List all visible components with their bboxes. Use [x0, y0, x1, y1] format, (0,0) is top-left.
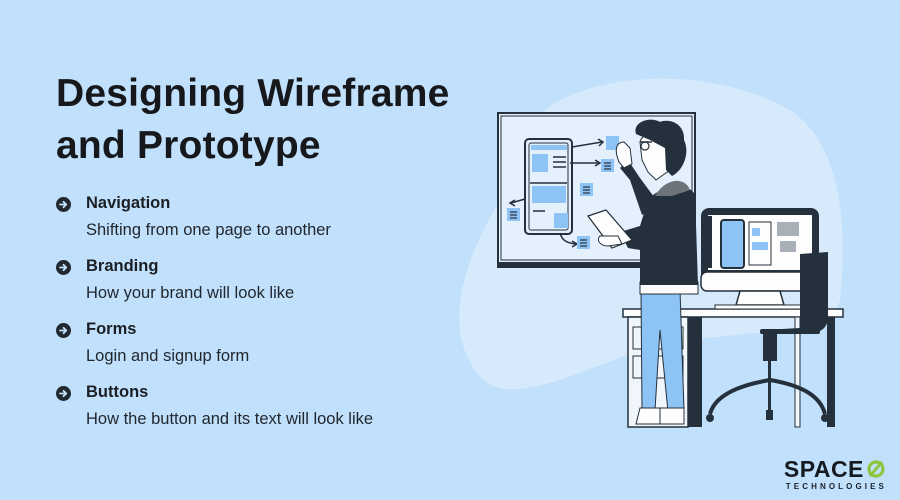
- logo-tagline: TECHNOLOGIES: [785, 482, 887, 491]
- monitor: [700, 208, 820, 310]
- feature-title: Forms: [86, 320, 137, 338]
- title-line-2: and Prototype: [56, 124, 321, 167]
- arrow-circle-right-icon: [56, 197, 71, 212]
- logo-wordmark: SPACE: [783, 457, 887, 481]
- arrow-circle-right-icon: [56, 323, 71, 338]
- feature-description: Shifting from one page to another: [86, 221, 331, 239]
- logo-mark-icon: [866, 459, 886, 479]
- arrow-circle-right-icon: [56, 260, 71, 275]
- page-title: Designing Wireframe and Prototype: [56, 68, 450, 172]
- feature-title: Buttons: [86, 383, 149, 401]
- feature-title: Navigation: [86, 194, 171, 212]
- person: [587, 119, 699, 425]
- feature-title: Branding: [86, 257, 159, 275]
- feature-description: Login and signup form: [86, 347, 250, 365]
- chair: [706, 252, 829, 422]
- title-line-1: Designing Wireframe: [56, 72, 450, 115]
- logo-name: SPACE: [783, 456, 864, 482]
- brand-logo: SPACE TECHNOLOGIES: [783, 457, 887, 491]
- feature-description: How the button and its text will look li…: [86, 410, 374, 428]
- arrow-circle-right-icon: [56, 386, 71, 401]
- feature-description: How your brand will look like: [86, 284, 295, 302]
